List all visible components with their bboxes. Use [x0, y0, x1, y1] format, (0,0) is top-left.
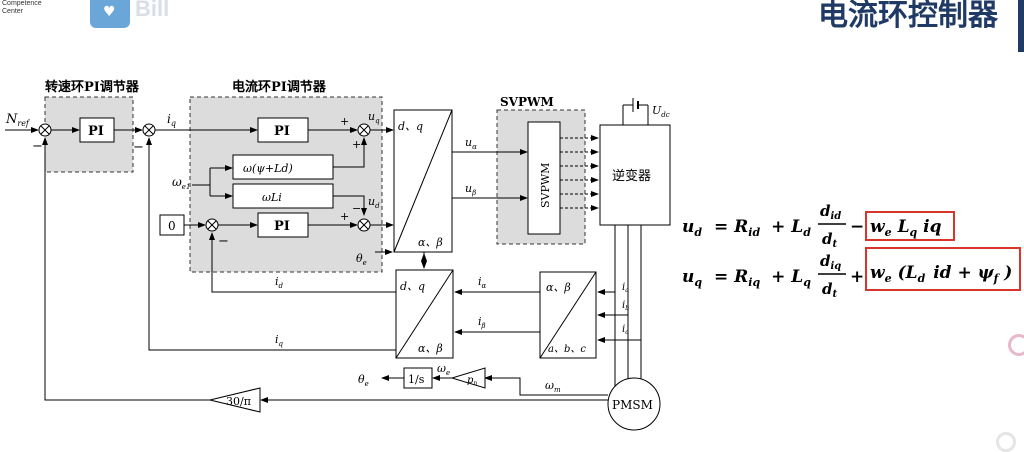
- svpwm-block: [527, 121, 561, 235]
- uq-frac-num: diq: [820, 252, 841, 272]
- logo-text: Competence Center: [2, 0, 42, 16]
- current-pi-label: 电流环PI调节器: [232, 79, 327, 95]
- u-alpha-label: uα: [465, 136, 477, 151]
- i-alpha-label: iα: [478, 275, 487, 290]
- svg-text:+: +: [340, 115, 349, 128]
- theta-e-out-label: θe: [358, 373, 369, 388]
- ud-minus: −: [850, 217, 864, 237]
- ic-label: ic: [622, 324, 629, 336]
- ib-label: ib: [622, 300, 629, 312]
- svg-text:α、β: α、β: [418, 342, 443, 355]
- svg-text:−: −: [352, 202, 361, 215]
- pn-gain: [450, 367, 486, 389]
- omega-e1-label: ωe1: [172, 175, 190, 191]
- n-ref-label: Nref: [5, 112, 31, 128]
- omega-e-label: ωe: [437, 362, 450, 377]
- svg-text:d、q: d、q: [400, 280, 425, 293]
- svg-text:PI: PI: [88, 124, 104, 139]
- logo-line1: Competence: [2, 0, 42, 7]
- uq-frac-den: dt: [822, 280, 838, 300]
- u-beta-label: uβ: [465, 182, 476, 197]
- speed-pi-label: 转速环PI调节器: [45, 79, 140, 95]
- uq-equation: uq = Riq + Lq: [682, 267, 811, 291]
- svg-text:+: +: [352, 138, 361, 151]
- logo-line2: Center: [2, 8, 24, 15]
- id-label: id: [275, 275, 284, 290]
- svg-text:ω(ψ+Ld): ω(ψ+Ld): [243, 162, 293, 175]
- logo-heart-icon: ♥: [103, 4, 116, 20]
- udc-label: Udc: [652, 104, 670, 119]
- speed-gain: [209, 387, 261, 413]
- ud-highlight-box: [865, 211, 955, 241]
- svg-text:0: 0: [168, 219, 176, 233]
- svg-text:PI: PI: [274, 219, 290, 234]
- svg-text:−: −: [133, 140, 144, 155]
- svg-text:1/s: 1/s: [408, 373, 425, 386]
- svg-text:PMSM: PMSM: [612, 398, 653, 412]
- svg-text:−: −: [218, 234, 229, 249]
- speed-pi-group: [44, 96, 134, 173]
- ia-label: ia: [622, 282, 629, 294]
- svg-text:逆变器: 逆变器: [612, 168, 651, 184]
- ud-frac-den: dt: [822, 230, 838, 250]
- uq-star-label: uq: [368, 110, 380, 125]
- omega-m-label: ωm: [545, 379, 561, 394]
- ud-frac-num: did: [820, 202, 841, 222]
- logo: ♥: [90, 0, 130, 28]
- inverter-block: [599, 124, 671, 226]
- pn-label: pn: [467, 375, 477, 387]
- title-accent-bar: [1018, 0, 1024, 52]
- decor-ring-icon: [1008, 334, 1024, 356]
- ud-boxed-term: we Lq iq: [870, 217, 942, 241]
- iq-label: iq: [275, 333, 284, 348]
- svg-text:30/π: 30/π: [226, 395, 251, 408]
- svg-text:+: +: [340, 210, 349, 223]
- svg-text:a、b、c: a、b、c: [548, 344, 586, 355]
- svg-text:d、q: d、q: [398, 120, 423, 133]
- page-title: 电流环控制器: [818, 0, 998, 33]
- pmsm-motor: [607, 377, 661, 431]
- decoupling-block-2: [232, 183, 334, 209]
- iq-star-label: iq: [167, 112, 176, 128]
- decoupling-block-1: [232, 154, 334, 180]
- i-beta-label: iβ: [478, 315, 486, 330]
- logo-faded-text: Bill: [135, 0, 170, 21]
- svg-text:−: −: [32, 139, 43, 154]
- ud-equation: ud = Rid + Ld: [682, 217, 811, 241]
- svg-text:ωLi: ωLi: [262, 191, 282, 204]
- uq-boxed-term: we (Ld id + ψf ): [870, 263, 1012, 287]
- svg-text:SVPWM: SVPWM: [539, 163, 552, 208]
- ud-star-label: ud: [368, 195, 380, 210]
- svg-text:α、β: α、β: [546, 281, 571, 294]
- uq-highlight-box: [865, 247, 1021, 291]
- current-pi-block-d: [257, 212, 309, 238]
- svg-text:PI: PI: [274, 124, 290, 139]
- svg-text:α、β: α、β: [418, 236, 443, 249]
- theta-e-label: θe: [356, 252, 367, 267]
- uq-plus: +: [850, 267, 864, 287]
- svpwm-group-label: SVPWM: [500, 95, 554, 109]
